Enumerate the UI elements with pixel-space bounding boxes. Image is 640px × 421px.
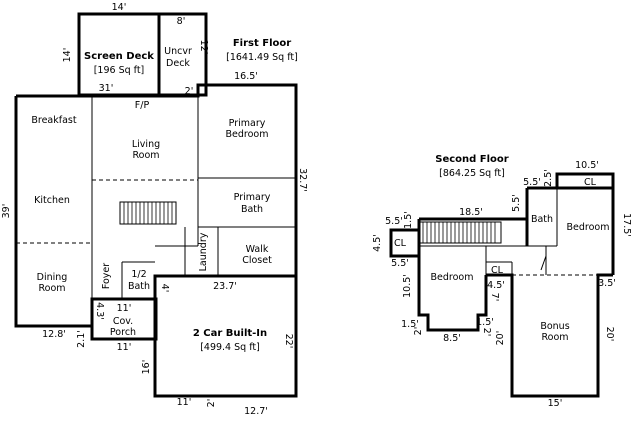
label-primary-bedroom: Primary <box>229 118 266 129</box>
label-dining-room: Dining <box>37 272 68 283</box>
label-laundry: Laundry <box>198 232 209 271</box>
dim-12: 12' <box>198 40 209 55</box>
dim-7: 7' <box>489 293 500 302</box>
dim-11-porch-bottom: 11' <box>117 342 132 353</box>
dim-39: 39' <box>1 204 12 219</box>
label-cov-porch-2: Porch <box>110 327 136 338</box>
dim-1-5-a: 1.5' <box>403 211 414 229</box>
dim-8-5: 8.5' <box>443 333 461 344</box>
label-foyer: Foyer <box>101 263 112 289</box>
first-floor-partitions <box>16 95 296 299</box>
label-uncvr-deck: Uncvr <box>164 46 192 57</box>
label-bonus-room-2: Room <box>541 332 568 343</box>
dim-20-a: 20' <box>495 331 506 346</box>
first-floor-walls <box>14 12 298 398</box>
dim-4: 4' <box>159 284 170 293</box>
dim-16-5: 16.5' <box>234 71 258 82</box>
dim-15: 15' <box>548 398 563 409</box>
dim-2-1: 2.1' <box>76 330 87 348</box>
title-first-floor: First Floor <box>233 38 291 49</box>
second-floor-staircase <box>418 221 502 244</box>
dim-14-side: 14' <box>62 48 73 63</box>
label-primary-bedroom-2: Bedroom <box>226 129 269 140</box>
dim-2-deck: 2' <box>185 86 194 97</box>
dim-4-3: 4.3' <box>94 302 105 320</box>
title-second-floor: Second Floor <box>435 154 509 165</box>
dim-22: 22' <box>283 334 294 349</box>
dim-2-5: 2.5' <box>543 169 554 187</box>
second-floor-walls <box>389 172 615 398</box>
dim-10-5-top: 10.5' <box>575 160 599 171</box>
label-primary-bath: Primary <box>234 192 271 203</box>
dim-5-5-c: 5.5' <box>511 194 522 212</box>
label-bonus-room: Bonus <box>540 321 569 332</box>
label-uncvr-deck-2: Deck <box>166 58 190 69</box>
label-living-room: Living <box>132 139 160 150</box>
label-half-bath-2: Bath <box>128 281 150 292</box>
label-bedroom-right: Bedroom <box>567 222 610 233</box>
label-bath: Bath <box>531 214 553 225</box>
label-half-bath: 1/2 <box>131 269 146 280</box>
dim-12-7: 12.7' <box>244 406 268 417</box>
dim-4-5-a: 4.5' <box>372 234 383 252</box>
dim-2-b: 2' <box>481 328 492 337</box>
dim-8: 8' <box>177 16 186 27</box>
dim-2-a: 2' <box>413 327 424 336</box>
dim-18-5: 18.5' <box>459 207 483 218</box>
dim-12-8: 12.8' <box>42 329 66 340</box>
dim-11-garage: 11' <box>177 397 192 408</box>
dim-32-7: 32.7' <box>297 168 308 192</box>
area-screen-deck: [196 Sq ft] <box>94 65 145 76</box>
dim-17-5: 17.5' <box>621 213 632 237</box>
label-screen-deck: Screen Deck <box>84 51 154 62</box>
label-cov-porch: Cov. <box>113 316 133 327</box>
dim-1-5-c: 1.5' <box>476 317 494 328</box>
label-cl-left: CL <box>394 238 407 249</box>
dim-11-porch-top: 11' <box>117 303 132 314</box>
label-walk-closet-2: Closet <box>242 255 272 266</box>
dim-20-b: 20' <box>604 327 615 342</box>
area-garage: [499.4 Sq ft] <box>200 342 260 353</box>
dim-5-5-d: 5.5' <box>391 258 409 269</box>
dim-5-5-b: 5.5' <box>385 216 403 227</box>
dim-31: 31' <box>99 83 114 94</box>
second-floor-partitions <box>419 188 598 276</box>
label-living-room-2: Room <box>132 150 159 161</box>
dim-14-top: 14' <box>112 2 127 13</box>
dim-1-5-b: 1.5' <box>401 319 419 330</box>
label-primary-bath-2: Bath <box>241 204 263 215</box>
dim-16: 16' <box>141 360 152 375</box>
dim-23-7: 23.7' <box>213 281 237 292</box>
label-bedroom-left: Bedroom <box>431 272 474 283</box>
label-dining-room-2: Room <box>38 283 65 294</box>
label-breakfast: Breakfast <box>31 115 76 126</box>
area-second-floor: [864.25 Sq ft] <box>439 168 505 179</box>
dim-10-5-side: 10.5' <box>402 274 413 298</box>
label-cl-top: CL <box>584 177 597 188</box>
label-kitchen: Kitchen <box>34 195 70 206</box>
label-garage: 2 Car Built-In <box>193 328 267 339</box>
area-first-floor: [1641.49 Sq ft] <box>226 52 298 63</box>
label-walk-closet: Walk <box>246 244 269 255</box>
label-cl-mid: CL <box>491 265 504 276</box>
dim-2-garage: 2' <box>206 399 217 408</box>
dim-3-5: 3.5' <box>598 278 616 289</box>
dim-5-5-a: 5.5' <box>523 177 541 188</box>
label-fp: F/P <box>135 100 150 111</box>
dim-4-5-b: 4.5' <box>487 280 505 291</box>
first-floor-staircase <box>119 201 177 225</box>
